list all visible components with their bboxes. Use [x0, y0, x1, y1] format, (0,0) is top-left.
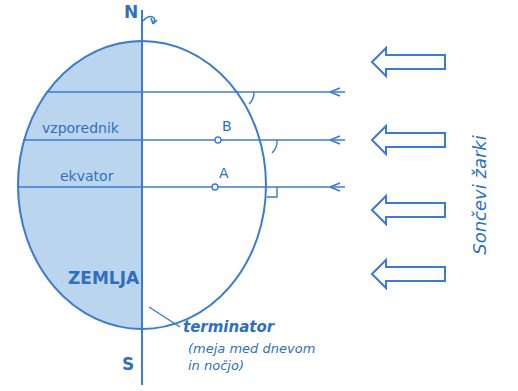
sun-rays-label: Sončevi žarki — [469, 135, 491, 255]
angle-arc — [272, 140, 277, 153]
point-marker — [212, 184, 218, 190]
earth-outline-shape — [18, 41, 266, 329]
sun-ray-line — [46, 91, 345, 93]
ray-arrowheads — [330, 88, 340, 191]
south-label: S — [122, 354, 134, 375]
sun-ray-arrows — [372, 48, 445, 288]
point-marker — [215, 137, 221, 143]
rotation-symbol — [143, 17, 157, 24]
earth-outline — [17, 40, 267, 330]
point-label: B — [222, 118, 232, 134]
point-label: A — [219, 165, 229, 181]
earth-circle: vzporednik Bekvator A ZEMLJA — [17, 40, 267, 330]
equator-line — [17, 186, 345, 188]
hollow-arrow — [372, 126, 445, 154]
parallel-label: vzporednik — [42, 120, 119, 136]
angle-arc — [249, 92, 254, 104]
earth-label: ZEMLJA — [68, 270, 139, 286]
parallel-line — [23, 139, 345, 141]
hollow-arrow — [372, 196, 445, 224]
north-label: N — [124, 2, 138, 23]
night-side — [17, 40, 142, 330]
equator-label: ekvator — [60, 168, 113, 184]
terminator-note: (meja med dnevom in nočjo) — [188, 340, 328, 374]
hollow-arrow — [372, 260, 445, 288]
terminator-label: terminator — [183, 318, 274, 337]
right-angle-mark — [267, 187, 277, 197]
hollow-arrow — [372, 48, 445, 76]
